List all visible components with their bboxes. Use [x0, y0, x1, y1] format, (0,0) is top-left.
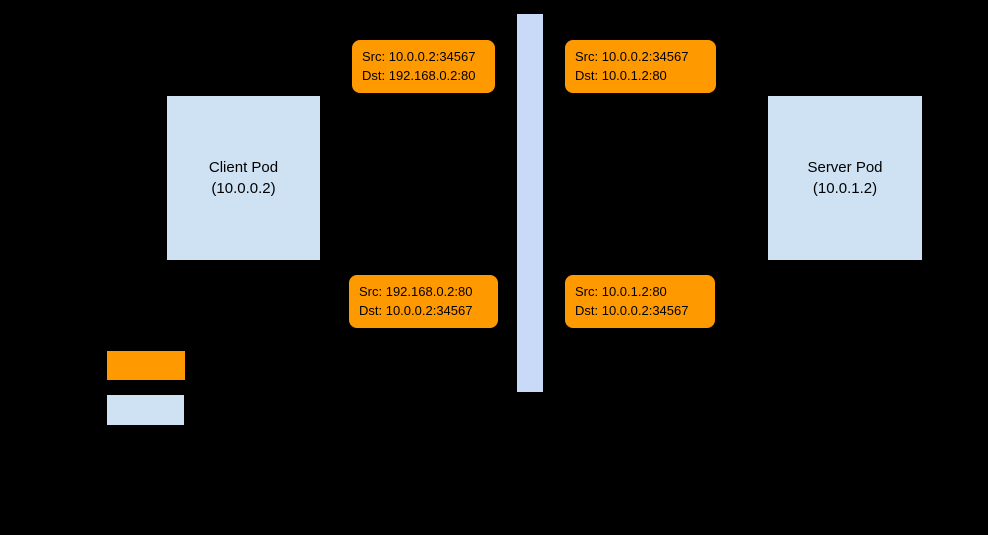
server-pod-ip: (10.0.1.2) [812, 180, 878, 197]
client-pod-label: Client Pod [208, 159, 279, 176]
legend-pod-swatch [107, 395, 184, 425]
packet-src: Src: 10.0.1.2:80 [575, 283, 667, 299]
packet-label-top-left: Src: 10.0.0.2:34567 Dst: 192.168.0.2:80 [352, 40, 495, 93]
node-boundary-bar [517, 14, 543, 392]
packet-dst: Dst: 10.0.0.2:34567 [575, 302, 689, 318]
server-pod-box: Server Pod (10.0.1.2) [768, 96, 922, 260]
packet-label-bottom-left: Src: 192.168.0.2:80 Dst: 10.0.0.2:34567 [349, 275, 498, 328]
packet-src: Src: 192.168.0.2:80 [359, 283, 473, 299]
packet-dst: Dst: 10.0.0.2:34567 [359, 302, 473, 318]
packet-dst: Dst: 192.168.0.2:80 [362, 67, 476, 83]
packet-label-bottom-right: Src: 10.0.1.2:80 Dst: 10.0.0.2:34567 [565, 275, 715, 328]
packet-src: Src: 10.0.0.2:34567 [575, 48, 689, 64]
packet-src: Src: 10.0.0.2:34567 [362, 48, 476, 64]
legend-packet-swatch [107, 351, 185, 380]
server-pod-label: Server Pod [807, 159, 883, 176]
packet-dst: Dst: 10.0.1.2:80 [575, 67, 667, 83]
packet-label-top-right: Src: 10.0.0.2:34567 Dst: 10.0.1.2:80 [565, 40, 716, 93]
client-pod-box: Client Pod (10.0.0.2) [167, 96, 320, 260]
client-pod-ip: (10.0.0.2) [211, 180, 276, 197]
